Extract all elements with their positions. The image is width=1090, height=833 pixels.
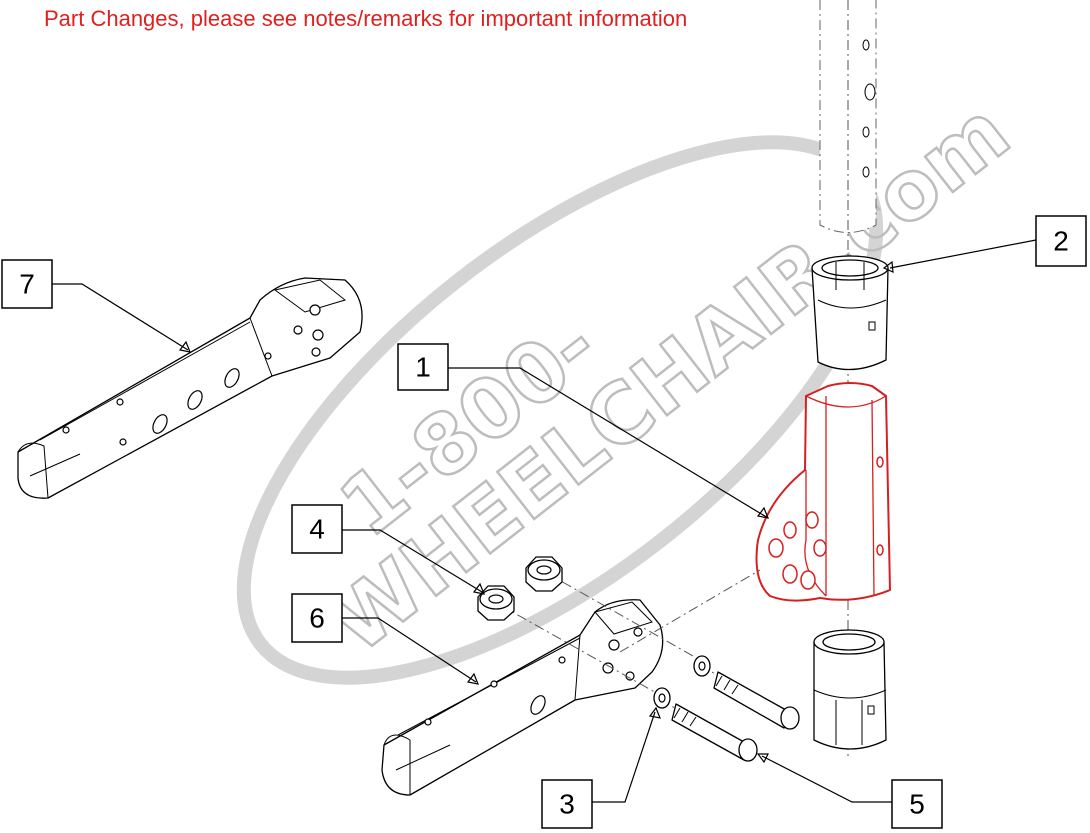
callout-1-label: 1 (415, 352, 431, 383)
part-1-bracket-highlighted (755, 382, 891, 602)
callout-2: 2 (1035, 215, 1087, 267)
callout-7: 7 (1, 259, 53, 309)
callout-3: 3 (541, 779, 593, 829)
leader-lines (52, 239, 1037, 803)
part-changes-notice: Part Changes, please see notes/remarks f… (44, 6, 688, 31)
phantom-upper-tube (819, 0, 877, 760)
callout-4: 4 (291, 504, 343, 554)
callout-5-label: 5 (909, 789, 925, 820)
callout-6: 6 (291, 593, 343, 643)
callout-3-label: 3 (559, 789, 575, 820)
callout-6-label: 6 (309, 603, 325, 634)
callout-4-label: 4 (309, 514, 325, 545)
part-2-upper-sleeve (811, 255, 889, 371)
axis-line (619, 569, 761, 653)
part-4-nuts (477, 556, 563, 621)
callout-7-label: 7 (19, 269, 35, 300)
part-6-lower-leg (381, 599, 664, 796)
callout-5: 5 (891, 779, 943, 829)
callout-1: 1 (397, 343, 449, 391)
part-7-lower-leg (17, 277, 363, 499)
callout-2-label: 2 (1053, 226, 1069, 257)
axis-line (544, 571, 701, 661)
part-3-washers (653, 655, 711, 709)
part-5-bolts (671, 671, 800, 762)
lower-sleeve (813, 629, 887, 750)
